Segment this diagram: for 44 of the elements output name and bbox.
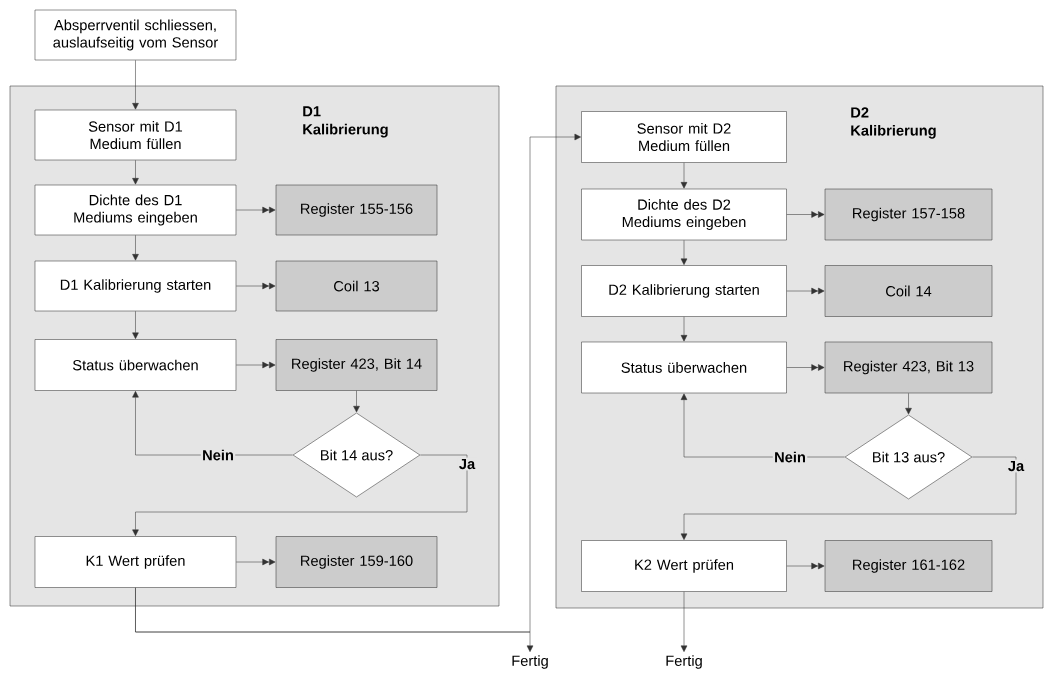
process-box: Status überwachen xyxy=(581,341,787,394)
edge-label: Nein xyxy=(772,450,808,464)
process-box: Sensor mit D2 Medium füllen xyxy=(581,111,787,163)
process-box: K1 Wert prüfen xyxy=(34,536,237,588)
arrow xyxy=(132,160,139,185)
register-box: Coil 14 xyxy=(824,265,993,317)
arrow xyxy=(353,390,360,413)
process-box: K2 Wert prüfen xyxy=(581,540,787,592)
arrow xyxy=(786,364,825,371)
process-box: Dichte des D1 Mediums eingeben xyxy=(34,184,237,236)
arrow xyxy=(680,456,1017,540)
arrow xyxy=(135,587,534,652)
process-box: Dichte des D2 Mediums eingeben xyxy=(581,188,787,241)
arrow xyxy=(132,235,139,261)
process-box: D1 Kalibrierung starten xyxy=(34,260,237,312)
process-box: Absperrventil schliessen, auslaufseitig vom Sensor xyxy=(34,9,237,61)
arrow xyxy=(680,316,688,342)
register-box: Register 161-162 xyxy=(824,540,993,592)
arrow xyxy=(786,287,825,295)
process-box: D2 Kalibrierung starten xyxy=(581,265,787,317)
register-box: Coil 13 xyxy=(275,260,438,312)
process-box: Sensor mit D1 Medium füllen xyxy=(34,109,237,161)
edge-label: Nein xyxy=(200,448,236,462)
arrow xyxy=(236,361,276,369)
register-box: Register 157-158 xyxy=(824,188,993,241)
arrow xyxy=(132,311,139,339)
arrow xyxy=(786,562,825,570)
register-box: Register 159-160 xyxy=(275,536,438,588)
register-box: Register 423, Bit 13 xyxy=(824,341,993,394)
arrow xyxy=(680,162,688,189)
arrow xyxy=(786,211,825,218)
arrow xyxy=(236,558,276,566)
arrow xyxy=(905,393,912,415)
arrow xyxy=(132,60,139,110)
register-box: Register 155-156 xyxy=(275,184,438,236)
process-box: Status überwachen xyxy=(34,339,237,391)
arrow xyxy=(680,591,688,652)
arrow xyxy=(680,240,688,265)
end-label: Fertig xyxy=(512,655,548,669)
arrow xyxy=(236,206,276,214)
register-box: Register 423, Bit 14 xyxy=(275,339,438,391)
arrow xyxy=(236,282,276,290)
arrow xyxy=(132,454,468,536)
end-label: Fertig xyxy=(666,655,702,669)
